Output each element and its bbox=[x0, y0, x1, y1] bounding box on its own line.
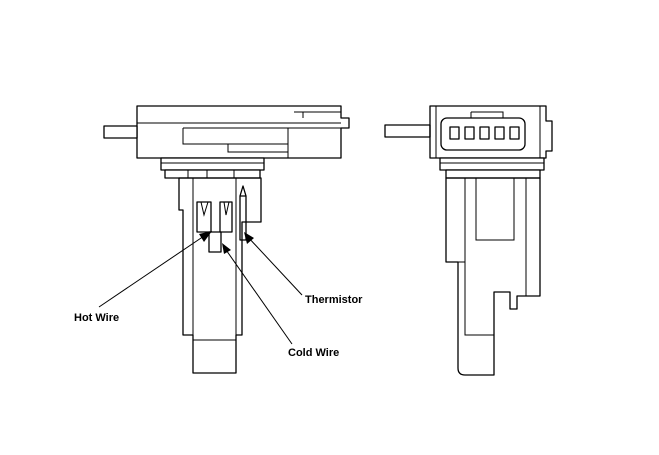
arrowhead-thermistor bbox=[244, 232, 254, 244]
leader-hot-wire bbox=[98, 231, 212, 308]
terminal-2 bbox=[464, 126, 475, 140]
label-thermistor: Thermistor bbox=[305, 294, 363, 306]
leader-cold-wire bbox=[222, 243, 293, 345]
sensor-front-view bbox=[384, 105, 553, 376]
arrowhead-cold-wire bbox=[222, 243, 231, 254]
label-cold-wire: Cold Wire bbox=[288, 347, 339, 359]
terminal-5 bbox=[509, 126, 520, 140]
arrowhead-hot-wire bbox=[199, 231, 212, 242]
terminal-1 bbox=[449, 126, 460, 140]
terminal-3 bbox=[479, 126, 490, 140]
label-hot-wire: Hot Wire bbox=[74, 312, 119, 324]
leader-thermistor bbox=[244, 232, 303, 296]
terminal-4 bbox=[494, 126, 505, 140]
sensor-side-view bbox=[103, 105, 350, 374]
